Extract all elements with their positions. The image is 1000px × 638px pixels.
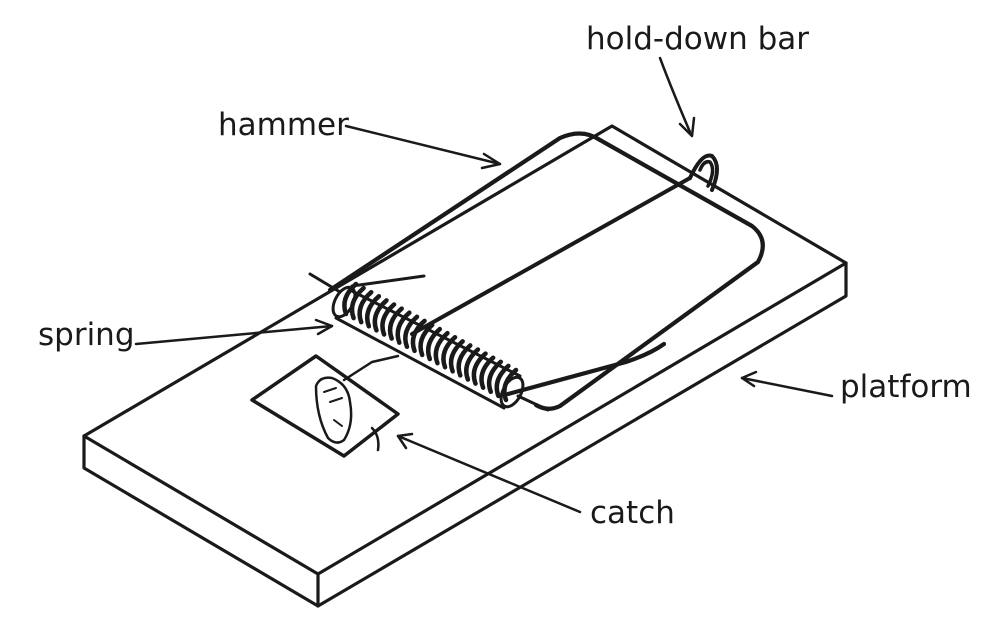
spring-coil [331, 274, 550, 412]
catch-label: catch [590, 495, 675, 531]
spring-label: spring [38, 317, 135, 353]
spring-coil-turn [425, 326, 443, 362]
spring-coil-turn [502, 367, 519, 403]
spring-coil-turn [418, 322, 435, 358]
platform-label: platform [840, 369, 972, 405]
spring-coil-turn [479, 355, 496, 390]
hammer-wire [308, 131, 765, 411]
spring-coil-turn [433, 330, 450, 366]
spring-coil-turn [471, 351, 488, 386]
spring-coil-turn [357, 289, 374, 325]
spring-coil-turn [456, 343, 473, 378]
hold-down-bar-label: hold-down bar [586, 21, 810, 57]
catch-pedal [250, 354, 400, 458]
spring-coil-turn [395, 310, 412, 345]
spring-coil-turn [387, 306, 404, 341]
spring-coil-turn [464, 347, 481, 382]
spring-coil-turn [380, 302, 397, 337]
spring-coil-turn [372, 298, 389, 333]
spring-coil-turn [410, 318, 427, 354]
spring-coil-turn [403, 314, 420, 350]
spring-coil-turn [448, 339, 465, 374]
hammer-label: hammer [218, 107, 349, 143]
hold-down-bar-wire [410, 153, 719, 336]
platform-board [82, 124, 848, 608]
label-arrows [134, 56, 834, 514]
spring-coil-turn [486, 359, 504, 395]
spring-coil-turn [364, 294, 382, 329]
spring-coil-turn [441, 334, 458, 370]
spring-coil-turn [494, 363, 511, 399]
spring-coil-turn [349, 285, 366, 321]
